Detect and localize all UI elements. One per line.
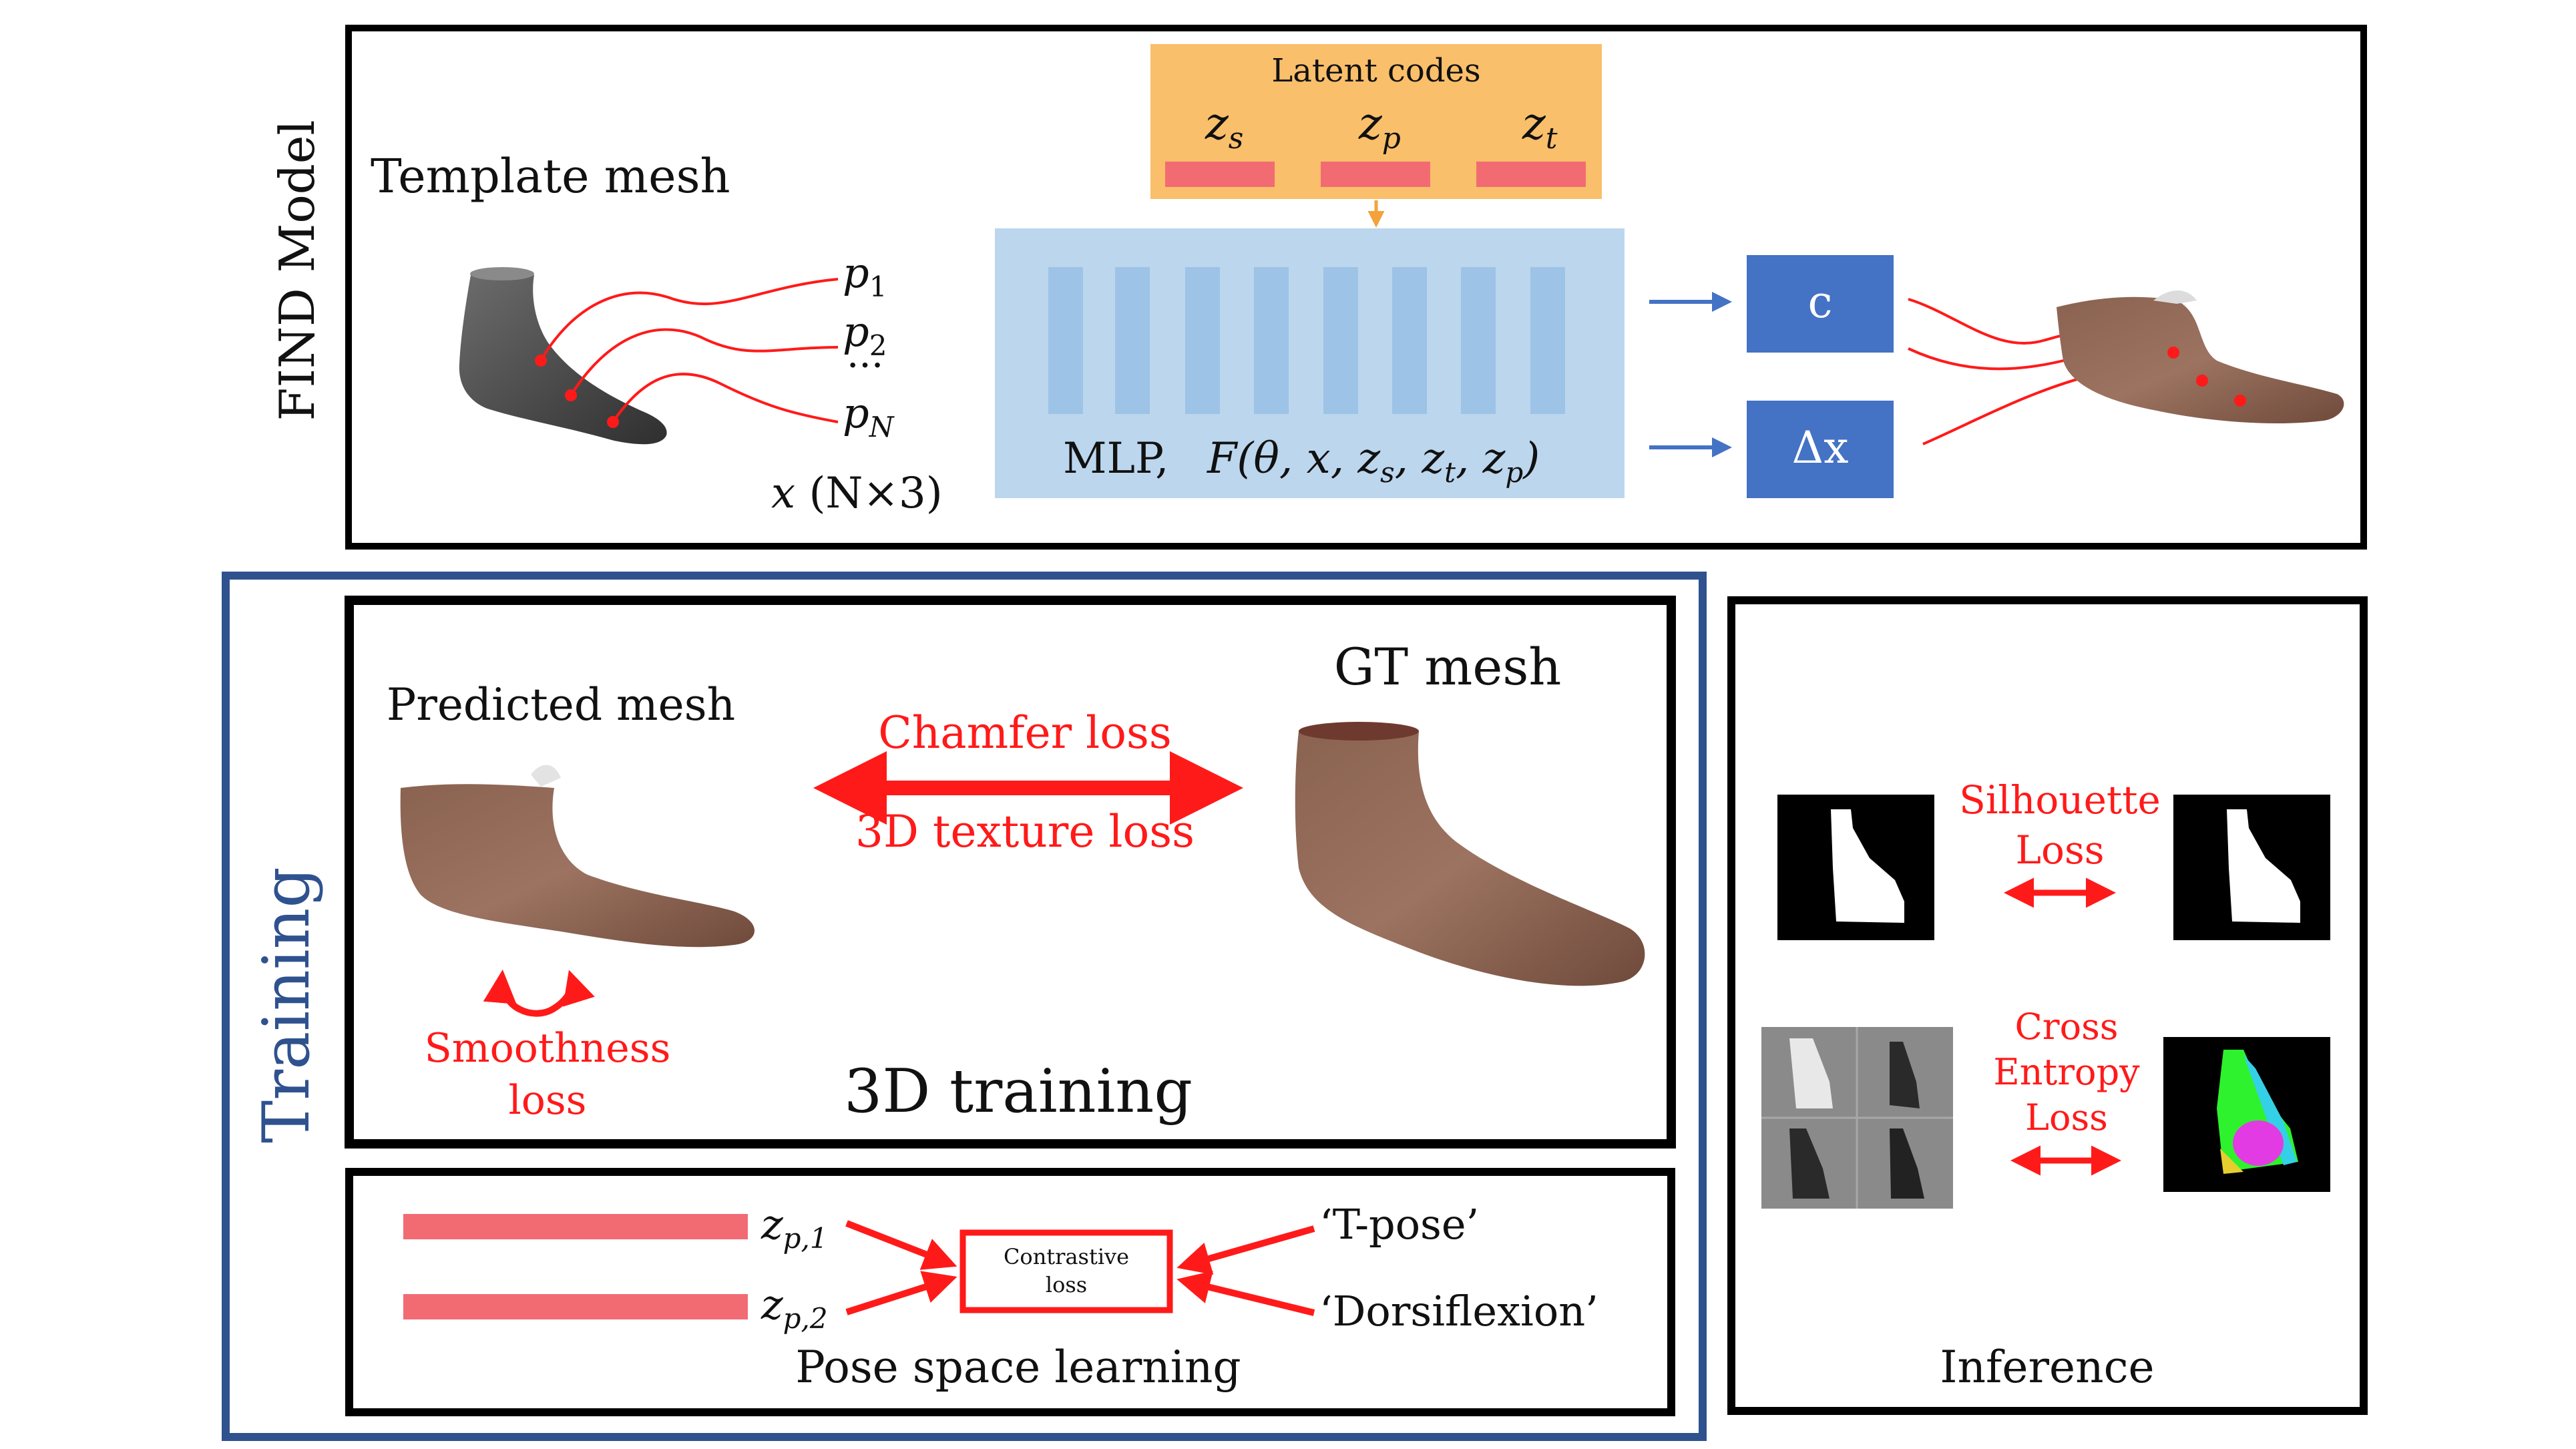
template-point-1 <box>535 355 547 367</box>
gt-mesh-label: GT mesh <box>1334 637 1562 696</box>
contrastive-loss-line1: Contrastive <box>1004 1244 1129 1269</box>
3d-training-panel <box>345 596 1676 1149</box>
contrastive-loss-line2: loss <box>1046 1272 1087 1297</box>
mlp-function: F(θ, x, zs, zt, zp) <box>1207 434 1540 489</box>
cross-entropy-line1: Cross <box>2014 1006 2118 1048</box>
latent-code-zp: zp <box>1358 98 1401 156</box>
pose-space-panel <box>345 1168 1675 1416</box>
silhouette-loss-line2: Loss <box>2016 827 2105 873</box>
output-dx-box <box>1747 401 1894 498</box>
latent-bar-zt <box>1476 162 1586 187</box>
mlp-label: MLP, <box>1063 434 1168 483</box>
contrastive-loss-box <box>959 1229 1173 1313</box>
3d-training-title: 3D training <box>844 1056 1193 1126</box>
tpose-to-contrastive-arrow <box>1176 1225 1315 1275</box>
point-p1-label: p1 <box>843 248 887 303</box>
pose-z1-label: zp,1 <box>761 1200 828 1255</box>
latent-bar-zs <box>1165 162 1275 187</box>
template-point-n <box>607 416 619 428</box>
rendered-view-grid <box>1761 1027 1953 1209</box>
point-ellipsis: ··· <box>847 343 883 388</box>
silhouette-loss-line1: Silhouette <box>1959 777 2161 823</box>
template-point-2 <box>565 389 577 401</box>
dorsiflexion-to-contrastive-arrow <box>1176 1271 1315 1316</box>
training-side-label: Training <box>249 867 324 1143</box>
output-point-2 <box>2196 375 2208 387</box>
t-pose-label: ‘T-pose’ <box>1319 1200 1479 1249</box>
template-foot-mesh <box>459 267 667 445</box>
smoothness-loop-arrow <box>483 970 595 1017</box>
texture-loss-label: 3D texture loss <box>855 806 1195 857</box>
segmentation-map-image <box>2163 1037 2330 1192</box>
output-dx-label: Δx <box>1792 422 1849 473</box>
cross-entropy-line2: Entropy <box>1993 1051 2140 1093</box>
silhouette-left-image <box>1777 795 1934 940</box>
z2-to-contrastive-arrow <box>845 1271 957 1315</box>
mlp-box <box>995 228 1625 498</box>
inference-panel <box>1727 596 2368 1415</box>
point-pn-label: pN <box>843 389 895 443</box>
smoothness-loss-label-line2: loss <box>509 1077 587 1124</box>
gt-mesh-foot <box>1295 722 1645 986</box>
output-c-box <box>1747 255 1894 353</box>
pose-z2-label: zp,2 <box>761 1280 828 1335</box>
cross-entropy-line3: Loss <box>2025 1096 2108 1138</box>
latent-code-zs: zs <box>1205 98 1243 156</box>
template-correspondence-curves <box>540 278 839 423</box>
x-dimension-label: x (N×3) <box>771 469 943 518</box>
output-textured-foot <box>2057 290 2344 424</box>
find-model-panel <box>345 25 2367 550</box>
inference-title: Inference <box>1940 1341 2154 1393</box>
pose-code-bar-2 <box>403 1294 748 1319</box>
output-c-label: c <box>1808 276 1833 328</box>
latent-bar-zp <box>1321 162 1430 187</box>
pose-space-title: Pose space learning <box>795 1341 1241 1393</box>
z1-to-contrastive-arrow <box>845 1220 957 1270</box>
chamfer-loss-label: Chamfer loss <box>878 707 1172 759</box>
latent-codes-title: Latent codes <box>1271 52 1480 89</box>
find-model-side-label: FIND Model <box>269 120 325 421</box>
point-p2-label: p2 <box>843 307 887 362</box>
output-point-1 <box>2167 347 2179 359</box>
pose-code-bar-1 <box>403 1214 748 1239</box>
silhouette-right-image <box>2173 795 2330 940</box>
predicted-mesh-foot <box>400 765 755 948</box>
template-mesh-label: Template mesh <box>371 149 730 204</box>
dorsiflexion-label: ‘Dorsiflexion’ <box>1319 1287 1598 1335</box>
predicted-mesh-label: Predicted mesh <box>387 679 735 731</box>
mlp-layers <box>1048 267 1565 414</box>
latent-code-zt: zt <box>1522 98 1558 156</box>
output-point-n <box>2234 395 2246 407</box>
smoothness-loss-label-line1: Smoothness <box>425 1025 671 1072</box>
training-panel <box>222 572 1707 1441</box>
